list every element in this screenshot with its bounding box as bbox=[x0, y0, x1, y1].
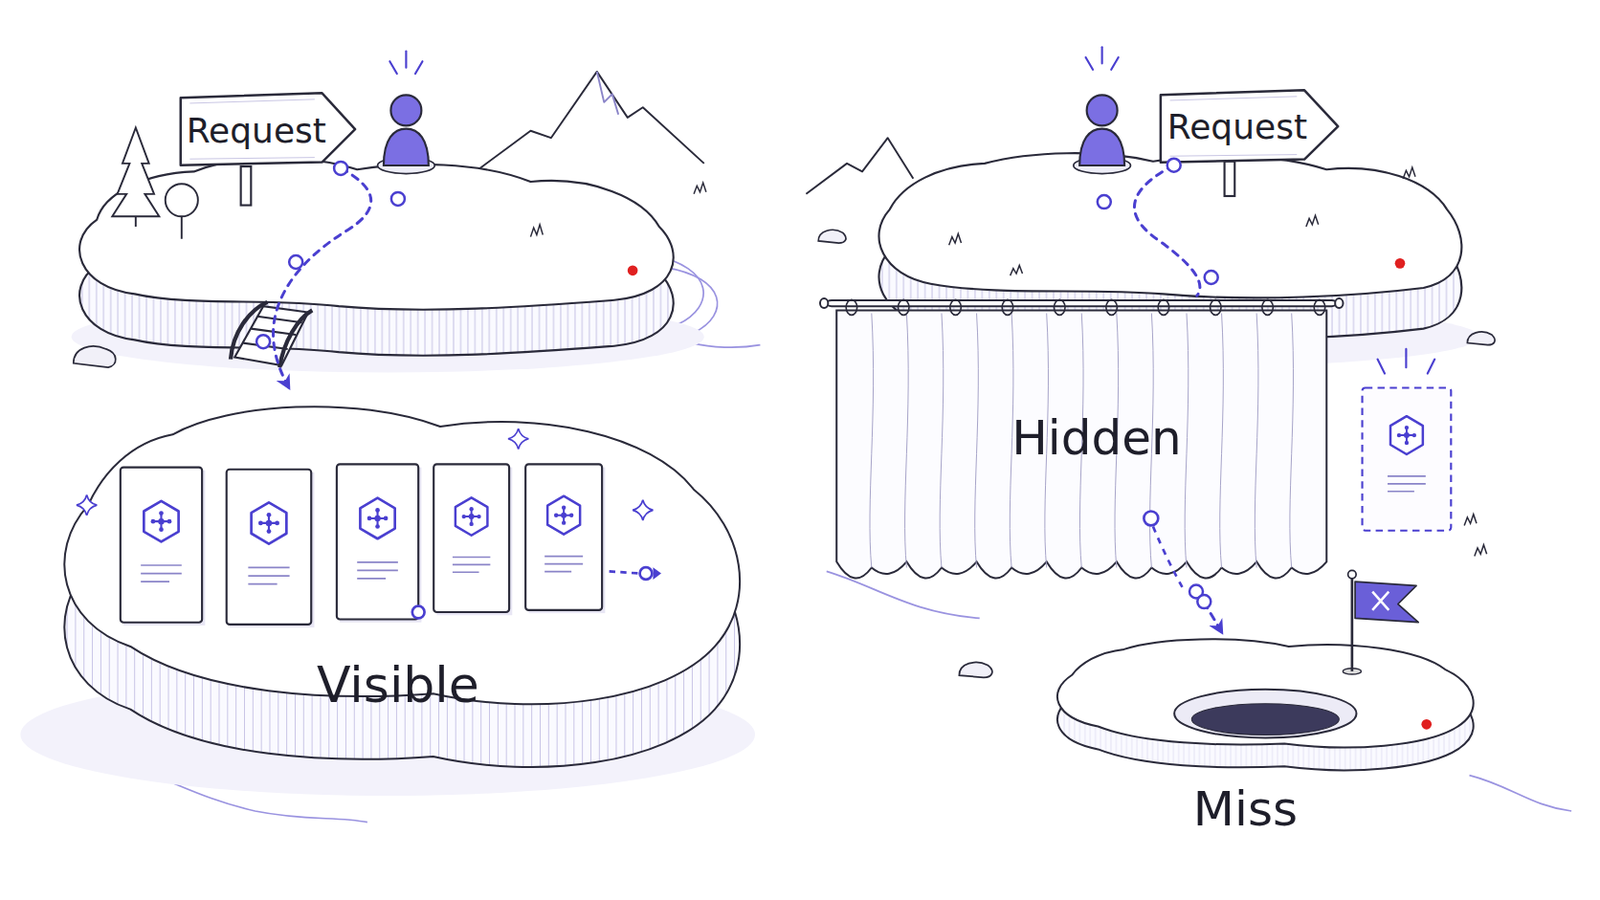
hidden-curtain: Hidden bbox=[831, 295, 1333, 592]
path-waypoint bbox=[391, 192, 405, 206]
path-waypoint bbox=[1204, 270, 1219, 285]
person-right bbox=[1073, 46, 1132, 174]
dashed-path-connector bbox=[1133, 165, 1200, 297]
sign-label: Request bbox=[186, 111, 327, 151]
miss-island: Miss bbox=[1045, 632, 1480, 776]
ground-shadows bbox=[20, 301, 1480, 797]
path-waypoint bbox=[1197, 595, 1211, 609]
island-shape bbox=[1045, 632, 1480, 776]
request-sign: Request bbox=[175, 89, 359, 169]
path-waypoint bbox=[1097, 195, 1112, 209]
island-shape bbox=[45, 387, 751, 781]
path-waypoint bbox=[1189, 585, 1203, 600]
island-label: Visible bbox=[316, 659, 480, 714]
visible-island: Visible bbox=[45, 387, 751, 781]
mountains bbox=[479, 71, 913, 195]
hidden-tool-card bbox=[1362, 349, 1452, 532]
sign-label: Request bbox=[1167, 109, 1308, 148]
person-left bbox=[377, 51, 436, 175]
island-label: Miss bbox=[1193, 783, 1298, 837]
request-sign: Request bbox=[1155, 87, 1342, 166]
bridge bbox=[230, 302, 312, 368]
top-left-island bbox=[79, 157, 674, 356]
dashed-path-connector bbox=[273, 168, 372, 388]
sign-posts bbox=[241, 161, 1236, 206]
path-waypoint bbox=[333, 161, 348, 176]
curtain-label: Hidden bbox=[1011, 411, 1181, 465]
dashed-path-connector bbox=[1196, 592, 1223, 634]
path-waypoint bbox=[288, 255, 303, 269]
path-waypoint bbox=[256, 334, 270, 349]
